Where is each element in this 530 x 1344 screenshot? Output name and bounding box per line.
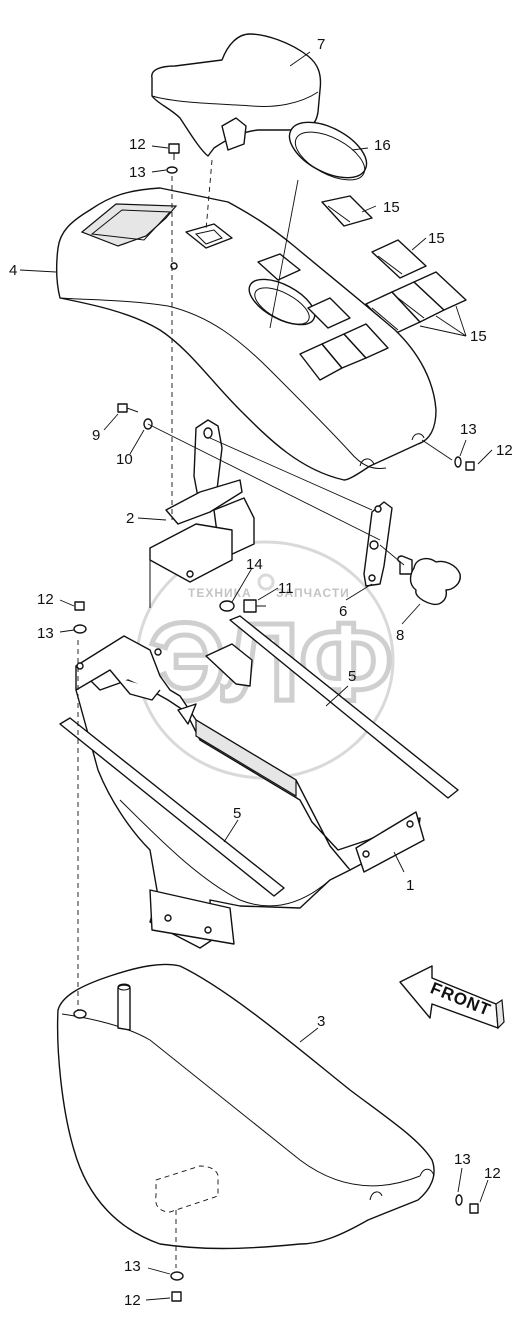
leader-lines [19, 51, 493, 1301]
callout-13: 13 [37, 625, 54, 642]
callout-4: 4 [9, 262, 17, 279]
armrest-pad [151, 33, 322, 157]
callout-9: 9 [92, 427, 100, 444]
callout-5: 5 [348, 668, 356, 685]
callout-10: 10 [116, 451, 133, 468]
watermark-right-text: ЗАПЧАСТИ [276, 586, 350, 600]
callout-12: 12 [129, 136, 146, 153]
watermark: ЭЛФ ТЕХНИКА ЗАПЧАСТИ [135, 540, 396, 780]
callout-12: 12 [496, 442, 513, 459]
callout-5: 5 [233, 805, 241, 822]
callout-7: 7 [317, 36, 325, 53]
console-cover [55, 187, 437, 481]
callout-16: 16 [374, 137, 391, 154]
lower-frame [75, 635, 425, 949]
oval-cover [288, 121, 368, 181]
callout-12: 12 [37, 591, 54, 608]
alignment-lines [77, 159, 213, 1268]
callout-8: 8 [396, 627, 404, 644]
callout-3: 3 [317, 1013, 325, 1030]
control-bracket [149, 419, 255, 608]
lever-and-knob [363, 501, 461, 606]
callout-15: 15 [428, 230, 445, 247]
callout-13: 13 [129, 164, 146, 181]
callout-13: 13 [460, 421, 477, 438]
callout-15: 15 [470, 328, 487, 345]
side-strips [59, 615, 459, 897]
callout-15: 15 [383, 199, 400, 216]
front-direction-arrow: FRONT [399, 965, 505, 1030]
callout-2: 2 [126, 510, 134, 527]
callout-13: 13 [124, 1258, 141, 1275]
callout-6: 6 [339, 603, 347, 620]
watermark-gear-icon [257, 573, 275, 591]
watermark-top-text: ТЕХНИКА [188, 586, 252, 600]
callout-12: 12 [124, 1292, 141, 1309]
watermark-big-text: ЭЛФ [148, 601, 393, 724]
callout-1: 1 [406, 877, 414, 894]
callout-11: 11 [278, 580, 294, 597]
lower-shell [56, 963, 435, 1250]
callout-14: 14 [246, 556, 263, 573]
callouts: 7 12 13 16 15 15 4 15 9 10 13 12 2 14 11… [9, 36, 513, 1309]
callout-12: 12 [484, 1165, 501, 1182]
callout-13: 13 [454, 1151, 471, 1168]
hardware [73, 143, 479, 1302]
